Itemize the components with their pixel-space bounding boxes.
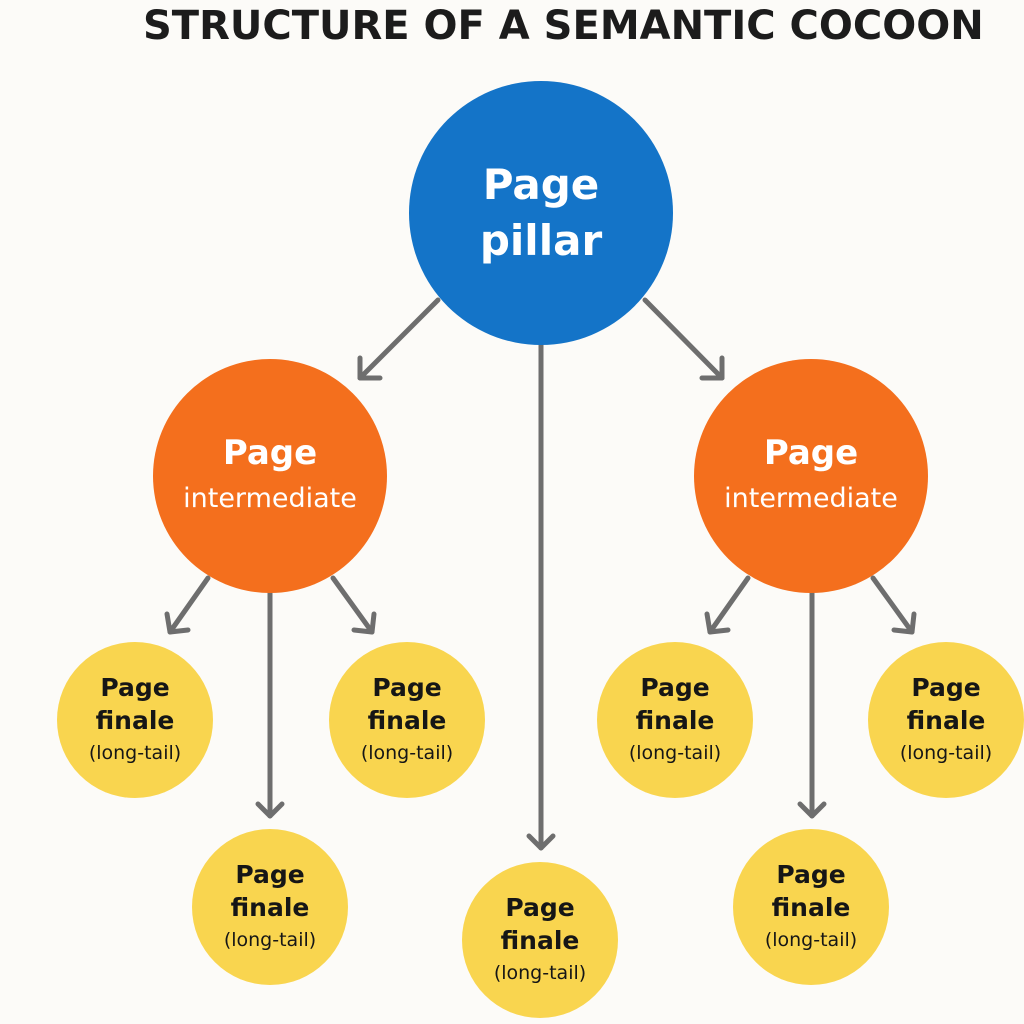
finale-page-node-1: Page finale (long-tail) [57,642,213,798]
diagram-title: STRUCTURE OF A SEMANTIC COCOON [143,3,984,49]
finale-1-line3: (long-tail) [88,742,182,764]
arrowhead-intermediate-right-to-finale-6 [797,801,827,819]
finale-page-node-3: Page finale (long-tail) [329,642,485,798]
arrowhead-intermediate-right-to-finale-5 [704,611,731,635]
finale-2-line2: finale [230,893,310,922]
arrowhead-intermediate-right-to-finale-7 [891,611,917,635]
finale-5-line3: (long-tail) [628,742,722,764]
finale-6-line3: (long-tail) [764,929,858,951]
pillar-label-line1: Page [482,160,600,209]
finale-2-line1: Page [235,860,305,889]
finale-page-node-6: Page finale (long-tail) [733,829,889,985]
finale-4-line2: finale [500,926,580,955]
finale-5-line2: finale [635,706,715,735]
intermediate-right-line2: intermediate [724,483,898,514]
intermediate-left-line1: Page [222,433,318,473]
finale-7-line2: finale [906,706,986,735]
intermediate-page-node-right: Page intermediate [694,359,928,593]
intermediate-page-node-left: Page intermediate [153,359,387,593]
arrowhead-intermediate-left-to-finale-3 [351,611,377,635]
finale-2-line3: (long-tail) [223,929,317,951]
pillar-label-line2: pillar [479,216,603,265]
finale-4-line1: Page [505,893,575,922]
finale-7-line1: Page [911,673,981,702]
intermediate-left-line2: intermediate [183,483,357,514]
pillar-page-node: Page pillar [409,81,673,345]
finale-6-line2: finale [771,893,851,922]
finale-3-line1: Page [372,673,442,702]
finale-3-line2: finale [367,706,447,735]
arrowhead-pillar-to-intermediate-left [357,355,383,381]
arrow-pillar-to-intermediate-left [357,297,441,381]
finale-page-node-4: Page finale (long-tail) [462,862,618,1018]
finale-3-line3: (long-tail) [360,742,454,764]
arrowhead-intermediate-left-to-finale-1 [164,611,191,635]
arrow-intermediate-right-to-finale-5 [707,575,751,635]
finale-4-line3: (long-tail) [493,962,587,984]
arrow-intermediate-left-to-finale-1 [167,575,211,635]
arrowhead-pillar-to-intermediate-right [699,355,725,381]
finale-page-node-7: Page finale (long-tail) [868,642,1024,798]
arrow-intermediate-right-to-finale-7 [870,575,915,635]
intermediate-right-line1: Page [763,433,859,473]
finale-7-line3: (long-tail) [899,742,993,764]
finale-1-line2: finale [95,706,175,735]
finale-page-node-2: Page finale (long-tail) [192,829,348,985]
arrowhead-pillar-to-finale-center [526,833,556,851]
arrowhead-intermediate-left-to-finale-2 [255,801,285,819]
finale-5-line1: Page [640,673,710,702]
arrow-pillar-to-intermediate-right [642,297,725,381]
finale-page-node-5: Page finale (long-tail) [597,642,753,798]
finale-1-line1: Page [100,673,170,702]
finale-6-line1: Page [776,860,846,889]
arrow-intermediate-left-to-finale-3 [330,575,375,635]
